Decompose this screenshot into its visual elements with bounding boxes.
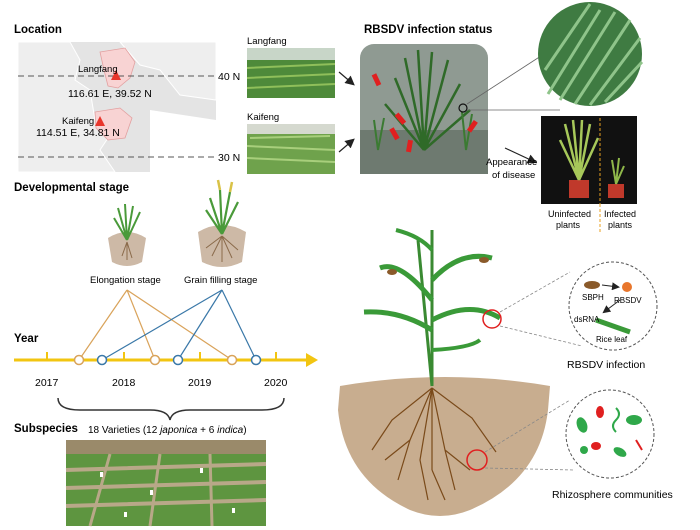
rbsdv-infection-inset: [568, 261, 658, 351]
langfang-coords: 116.61 E, 39.52 N: [68, 88, 152, 100]
variety-field-photo: [65, 440, 267, 527]
kaifeng-field-photo: [246, 124, 336, 174]
year-2017: 2017: [35, 377, 59, 389]
elongation-stage-label: Elongation stage: [90, 275, 161, 286]
arrow-kaifeng: [338, 138, 355, 153]
planthopper-icon: [584, 281, 600, 289]
year-header: Year: [14, 333, 39, 345]
arrow-langfang: [338, 71, 355, 86]
kaifeng-marker-icon: [95, 116, 105, 126]
kaifeng-photo-label: Kaifeng: [247, 112, 279, 123]
kaifeng-coords: 114.51 E, 34.81 N: [36, 127, 120, 139]
infection-status-header: RBSDV infection status: [364, 24, 492, 36]
infected-label-line2: plants: [608, 220, 633, 230]
rice-leaf-icon: [595, 317, 631, 335]
china-map: [17, 41, 217, 173]
sbph-label: SBPH: [582, 293, 604, 302]
plant-comparison-photo: [541, 116, 637, 204]
infection-zoom-line-bottom: [499, 325, 583, 347]
elongation-connector-lines: [78, 289, 233, 361]
langfang-photo-label: Langfang: [247, 36, 287, 47]
year-2020: 2020: [264, 377, 288, 389]
grain-filling-stage-plant: [198, 179, 246, 267]
developmental-stage-header: Developmental stage: [14, 182, 129, 194]
disease-label-line1: Appearance: [486, 157, 537, 168]
zoom-highlight-circle: [458, 103, 468, 113]
virus-particle-icon: [622, 282, 632, 292]
uninfected-label-line1: Uninfected: [548, 209, 591, 219]
infection-status-photo: [360, 44, 488, 174]
leaf-infection-circle: [482, 309, 502, 329]
hebei-region: [99, 47, 136, 89]
timeline-sampling-points: [73, 354, 262, 366]
rbsdv-infection-caption: RBSDV infection: [567, 359, 645, 371]
rhizosphere-caption: Rhizosphere communities: [552, 489, 673, 501]
year-2018: 2018: [112, 377, 136, 389]
rice-leaf-label: Rice leaf: [596, 335, 628, 344]
grain-filling-connector-lines: [101, 289, 257, 361]
year-2019: 2019: [188, 377, 212, 389]
langfang-site-label: Langfang: [78, 64, 118, 75]
years-brace: [57, 397, 285, 421]
leaf-closeup: [538, 2, 644, 106]
rhizo-zoom-line-top: [484, 399, 571, 453]
disease-label-line2: of disease: [492, 170, 535, 181]
root-rhizosphere-circle: [466, 449, 488, 471]
kaifeng-site-label: Kaifeng: [62, 116, 94, 127]
rbsdv-label: RBSDV: [614, 296, 642, 305]
timeline-ticks: [46, 352, 277, 360]
varieties-label: 18 Varieties (12 japonica + 6 indica): [88, 425, 247, 436]
langfang-marker-icon: [111, 70, 121, 80]
arrow-disease: [504, 147, 538, 164]
zoom-line-top: [466, 53, 545, 105]
infection-zoom-line-top: [499, 271, 571, 313]
dsrna-label: dsRNA: [574, 315, 600, 324]
grain-filling-stage-label: Grain filling stage: [184, 275, 257, 286]
henan-region: [94, 107, 133, 141]
location-header: Location: [14, 24, 62, 36]
latitude-40-label: 40 N: [218, 71, 240, 83]
timeline-arrowhead-icon: [306, 353, 318, 367]
rice-plant-illustration: [338, 228, 550, 516]
infected-label-line1: Infected: [604, 209, 636, 219]
microbe-icons: [576, 406, 643, 457]
langfang-field-photo: [246, 48, 336, 98]
uninfected-label-line2: plants: [556, 220, 581, 230]
latitude-30-label: 30 N: [218, 152, 240, 164]
elongation-stage-plant: [108, 203, 146, 266]
rhizosphere-inset: [565, 389, 655, 479]
subspecies-header: Subspecies: [14, 423, 78, 435]
